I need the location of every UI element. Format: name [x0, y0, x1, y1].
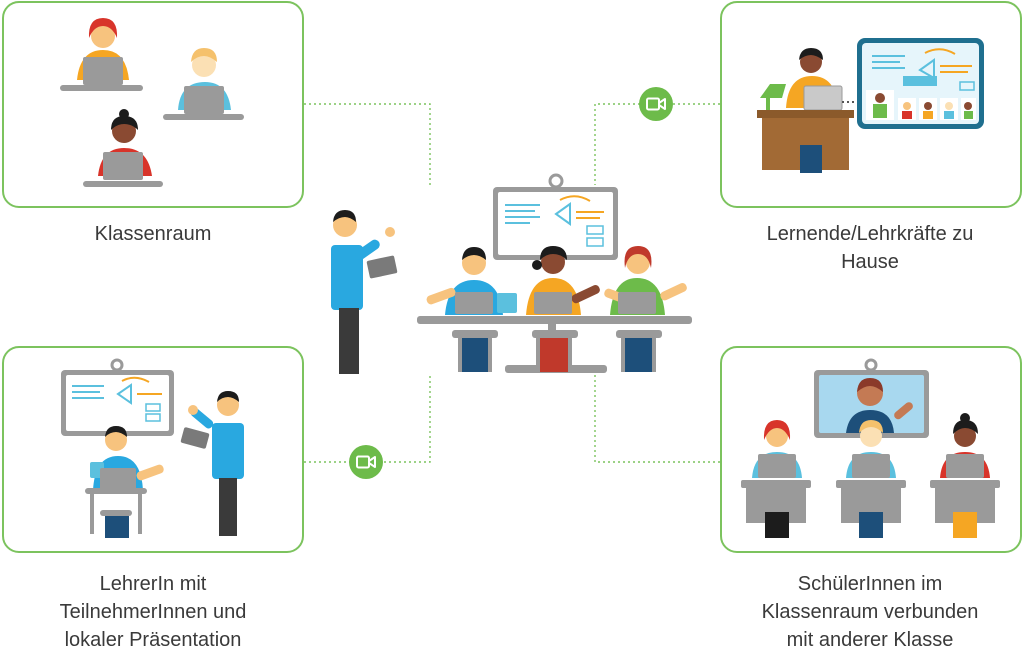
- caption-line: mit anderer Klasse: [786, 629, 954, 651]
- student-figure: [83, 109, 163, 187]
- presentation-screen: [61, 370, 174, 436]
- student-figure: [846, 420, 896, 538]
- video-wall-screen: [814, 370, 929, 438]
- connector-lines: [304, 103, 720, 463]
- caption-line: SchülerInnen im: [797, 573, 943, 595]
- video-wall-screen: [857, 38, 984, 129]
- connector-bottom-left: [304, 375, 431, 463]
- caption-line: TeilnehmerInnen und: [59, 601, 247, 623]
- caption-classroom: Klassenraum: [3, 220, 303, 248]
- student-figure: [752, 420, 802, 538]
- presentation-screen: [493, 187, 618, 260]
- caption-line: Hause: [841, 251, 899, 273]
- video-camera-icon: [639, 87, 673, 121]
- caption-connected-class: SchülerInnen im Klassenraum verbunden mi…: [720, 570, 1020, 654]
- caption-line: Klassenraum: [94, 223, 212, 245]
- student-figure: [163, 48, 244, 120]
- student-figure: [60, 18, 143, 91]
- caption-line: Lernende/Lehrkräfte zu: [766, 223, 974, 245]
- caption-home: Lernende/Lehrkräfte zu Hause: [720, 220, 1020, 276]
- student-figure: [426, 247, 517, 372]
- connector-top-left: [304, 103, 431, 185]
- teacher-figure: [180, 391, 244, 536]
- student-figure: [940, 413, 990, 538]
- connector-top-right: [594, 103, 720, 185]
- caption-line: Klassenraum verbunden: [761, 601, 979, 623]
- video-camera-icon: [349, 445, 383, 479]
- caption-line: lokaler Präsentation: [64, 629, 242, 651]
- chair: [452, 330, 662, 372]
- student-figure: [604, 246, 687, 372]
- desk: [741, 480, 1000, 523]
- student-figure: [85, 426, 164, 538]
- caption-teacher-local: LehrerIn mit TeilnehmerInnen und lokaler…: [3, 570, 303, 654]
- caption-line: LehrerIn mit: [99, 573, 207, 595]
- teacher-figure: [331, 210, 398, 374]
- connector-bottom-right: [594, 375, 720, 463]
- panel-classroom: [2, 1, 304, 208]
